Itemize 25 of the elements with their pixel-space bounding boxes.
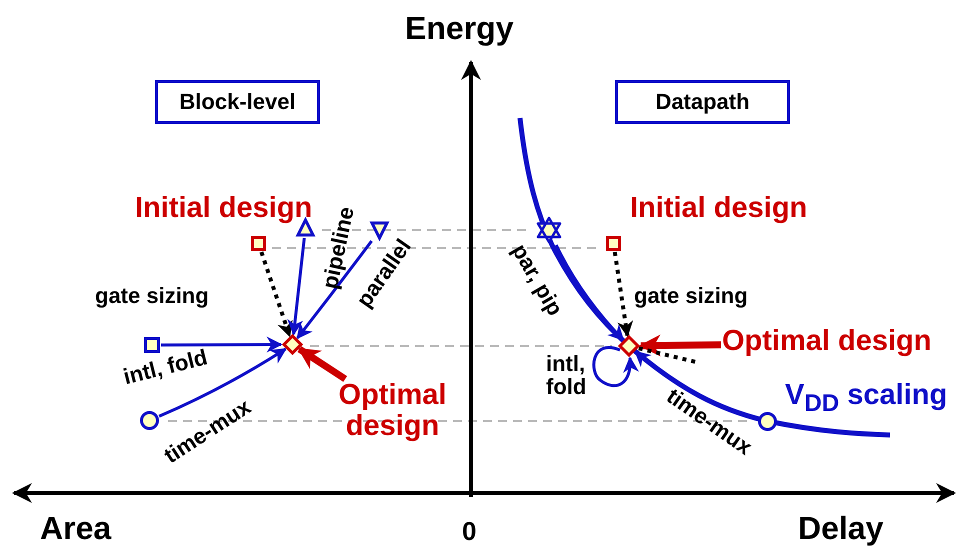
- callout-text: Optimal design: [722, 326, 967, 360]
- diamond-marker: [618, 335, 640, 357]
- curve-label: V$_{DD}$ scaling: [785, 380, 948, 416]
- edge-label: pipeline: [318, 204, 358, 291]
- axis-label: Area: [40, 512, 112, 546]
- callout-text: Optimal design: [335, 380, 450, 440]
- triangle-marker: [370, 221, 389, 240]
- edge-label: gate sizing: [95, 284, 209, 308]
- callout-text: Initial design: [630, 193, 808, 224]
- title-box: Datapath: [615, 80, 790, 124]
- square-marker: [251, 236, 266, 251]
- callout-text: Initial design: [135, 193, 312, 224]
- edge-label: intl, fold: [546, 352, 588, 398]
- circle-marker: [758, 412, 777, 431]
- axis-label: Energy: [405, 12, 514, 46]
- square-marker: [144, 337, 160, 353]
- edge-label: gate sizing: [634, 284, 748, 308]
- star-marker: [536, 216, 562, 244]
- title-box: Block-level: [155, 80, 320, 124]
- square-marker: [606, 236, 621, 251]
- edge-label: intl, fold: [121, 345, 210, 388]
- axis-label: 0: [462, 518, 476, 546]
- diamond-marker: [282, 334, 303, 355]
- axis-label: Delay: [798, 512, 884, 546]
- circle-marker: [140, 411, 159, 430]
